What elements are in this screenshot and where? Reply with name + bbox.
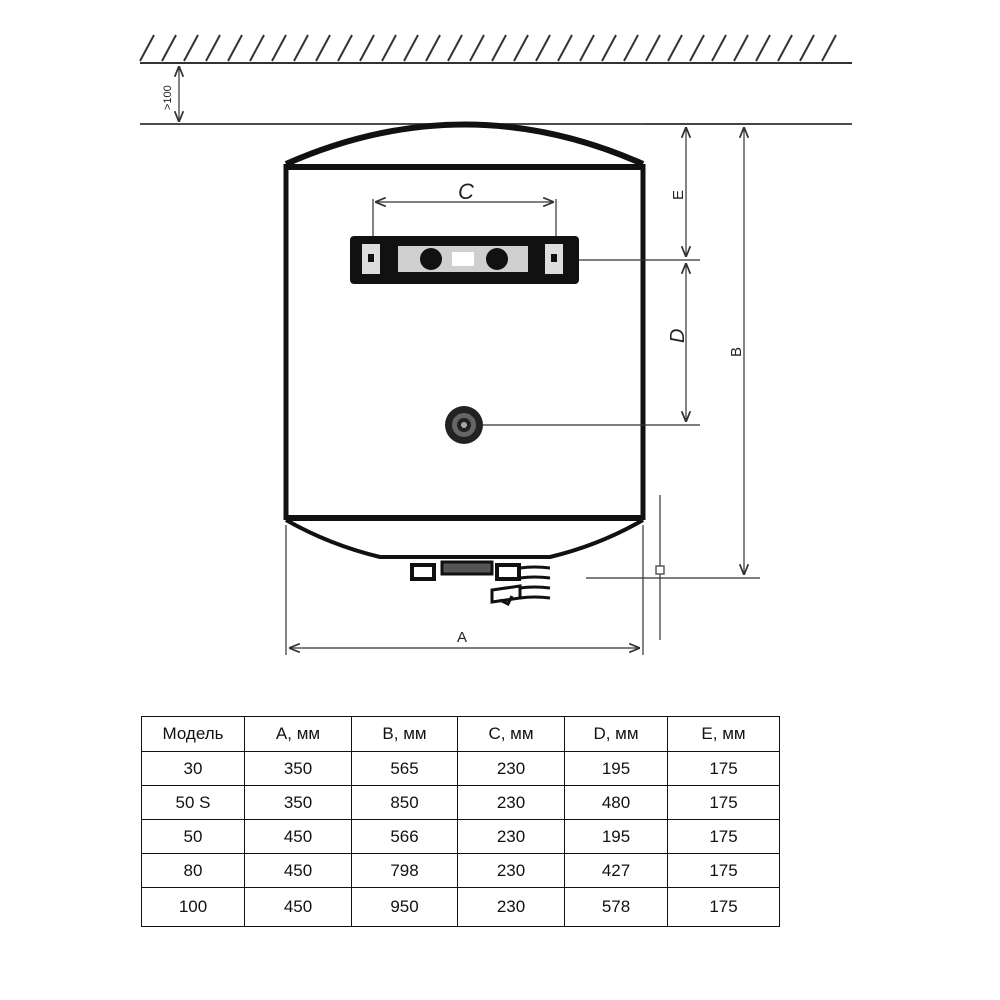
dim-label-b: B bbox=[728, 347, 745, 357]
ceiling-hatch-line bbox=[293, 34, 309, 62]
table-cell: 565 bbox=[351, 751, 458, 786]
table-header-row: Модель A, мм B, мм C, мм D, мм E, мм bbox=[141, 716, 780, 752]
mounting-bracket bbox=[350, 236, 579, 284]
ceiling-hatch-line bbox=[425, 34, 441, 62]
header-c: C, мм bbox=[457, 716, 565, 752]
ceiling-hatch-line bbox=[711, 34, 727, 62]
table-cell: 50 S bbox=[141, 785, 245, 820]
ceiling-hatch-line bbox=[799, 34, 815, 62]
ceiling-hatch-line bbox=[183, 34, 199, 62]
table-cell: 450 bbox=[244, 819, 352, 854]
table-cell: 175 bbox=[667, 887, 780, 927]
table-cell: 175 bbox=[667, 751, 780, 786]
ceiling-hatch-line bbox=[623, 34, 639, 62]
table-cell: 480 bbox=[564, 785, 668, 820]
ceiling-hatch-line bbox=[161, 34, 177, 62]
table-cell: 427 bbox=[564, 853, 668, 888]
ceiling-hatch-line bbox=[469, 34, 485, 62]
table-cell: 350 bbox=[244, 751, 352, 786]
table-cell: 195 bbox=[564, 751, 668, 786]
ceiling-hatch-line bbox=[777, 34, 793, 62]
table-cell: 195 bbox=[564, 819, 668, 854]
clearance-dimension: >100 bbox=[162, 66, 179, 122]
ceiling-hatch-line bbox=[557, 34, 573, 62]
bottom-pipes bbox=[410, 560, 551, 607]
table-cell: 100 bbox=[141, 887, 245, 927]
table-cell: 230 bbox=[457, 785, 565, 820]
ceiling-hatch-line bbox=[249, 34, 265, 62]
ceiling-hatch-line bbox=[381, 34, 397, 62]
table-cell: 450 bbox=[244, 853, 352, 888]
ceiling-hatch-line bbox=[667, 34, 683, 62]
table-cell: 50 bbox=[141, 819, 245, 854]
ceiling-hatch-line bbox=[359, 34, 375, 62]
dim-label-c: C bbox=[458, 179, 474, 204]
table-cell: 175 bbox=[667, 785, 780, 820]
table-cell: 798 bbox=[351, 853, 458, 888]
header-e: E, мм bbox=[667, 716, 780, 752]
table-cell: 578 bbox=[564, 887, 668, 927]
table-row: 50 450 566 230 195 175 bbox=[141, 819, 780, 854]
ceiling-hatch-line bbox=[645, 34, 661, 62]
ceiling-hatch-line bbox=[315, 34, 331, 62]
table-cell: 230 bbox=[457, 819, 565, 854]
ceiling-hatch-line bbox=[579, 34, 595, 62]
table-row: 80 450 798 230 427 175 bbox=[141, 853, 780, 888]
dimension-lines bbox=[285, 123, 760, 655]
table-cell: 175 bbox=[667, 853, 780, 888]
ceiling-hatch-line bbox=[601, 34, 617, 62]
header-d: D, мм bbox=[564, 716, 668, 752]
header-b: B, мм bbox=[351, 716, 458, 752]
table-cell: 230 bbox=[457, 751, 565, 786]
table-cell: 450 bbox=[244, 887, 352, 927]
table-row: 100 450 950 230 578 175 bbox=[141, 887, 780, 927]
ceiling-hatch-line bbox=[271, 34, 287, 62]
dimensions-table: Модель A, мм B, мм C, мм D, мм E, мм 30 … bbox=[141, 716, 780, 927]
table-cell: 80 bbox=[141, 853, 245, 888]
ceiling-hatch-line bbox=[535, 34, 551, 62]
heater-body bbox=[283, 121, 646, 559]
table-cell: 230 bbox=[457, 853, 565, 888]
table-cell: 230 bbox=[457, 887, 565, 927]
table-cell: 350 bbox=[244, 785, 352, 820]
table-cell: 850 bbox=[351, 785, 458, 820]
ceiling-hatch-line bbox=[447, 34, 463, 62]
ceiling bbox=[139, 34, 852, 125]
ceiling-hatch-line bbox=[139, 34, 155, 62]
dim-label-d: D bbox=[667, 329, 689, 343]
table-row: 30 350 565 230 195 175 bbox=[141, 751, 780, 786]
thermostat-knob bbox=[445, 406, 483, 444]
ceiling-hatch-line bbox=[403, 34, 419, 62]
ceiling-hatch-line bbox=[755, 34, 771, 62]
ceiling-hatch-line bbox=[733, 34, 749, 62]
ceiling-hatch-line bbox=[337, 34, 353, 62]
table-cell: 950 bbox=[351, 887, 458, 927]
table-cell: 175 bbox=[667, 819, 780, 854]
dim-label-a: A bbox=[457, 629, 467, 646]
ceiling-hatch-line bbox=[689, 34, 705, 62]
header-a: A, мм bbox=[244, 716, 352, 752]
ceiling-hatch-line bbox=[513, 34, 529, 62]
table-cell: 566 bbox=[351, 819, 458, 854]
ceiling-hatch-line bbox=[227, 34, 243, 62]
ceiling-hatch-line bbox=[205, 34, 221, 62]
clearance-label: >100 bbox=[162, 85, 174, 110]
header-model: Модель bbox=[141, 716, 245, 752]
water-heater-drawing: >100 bbox=[139, 34, 852, 655]
ceiling-hatch-line bbox=[491, 34, 507, 62]
dim-label-e: E bbox=[670, 190, 687, 200]
table-row: 50 S 350 850 230 480 175 bbox=[141, 785, 780, 820]
ceiling-hatch-line bbox=[821, 34, 837, 62]
table-cell: 30 bbox=[141, 751, 245, 786]
